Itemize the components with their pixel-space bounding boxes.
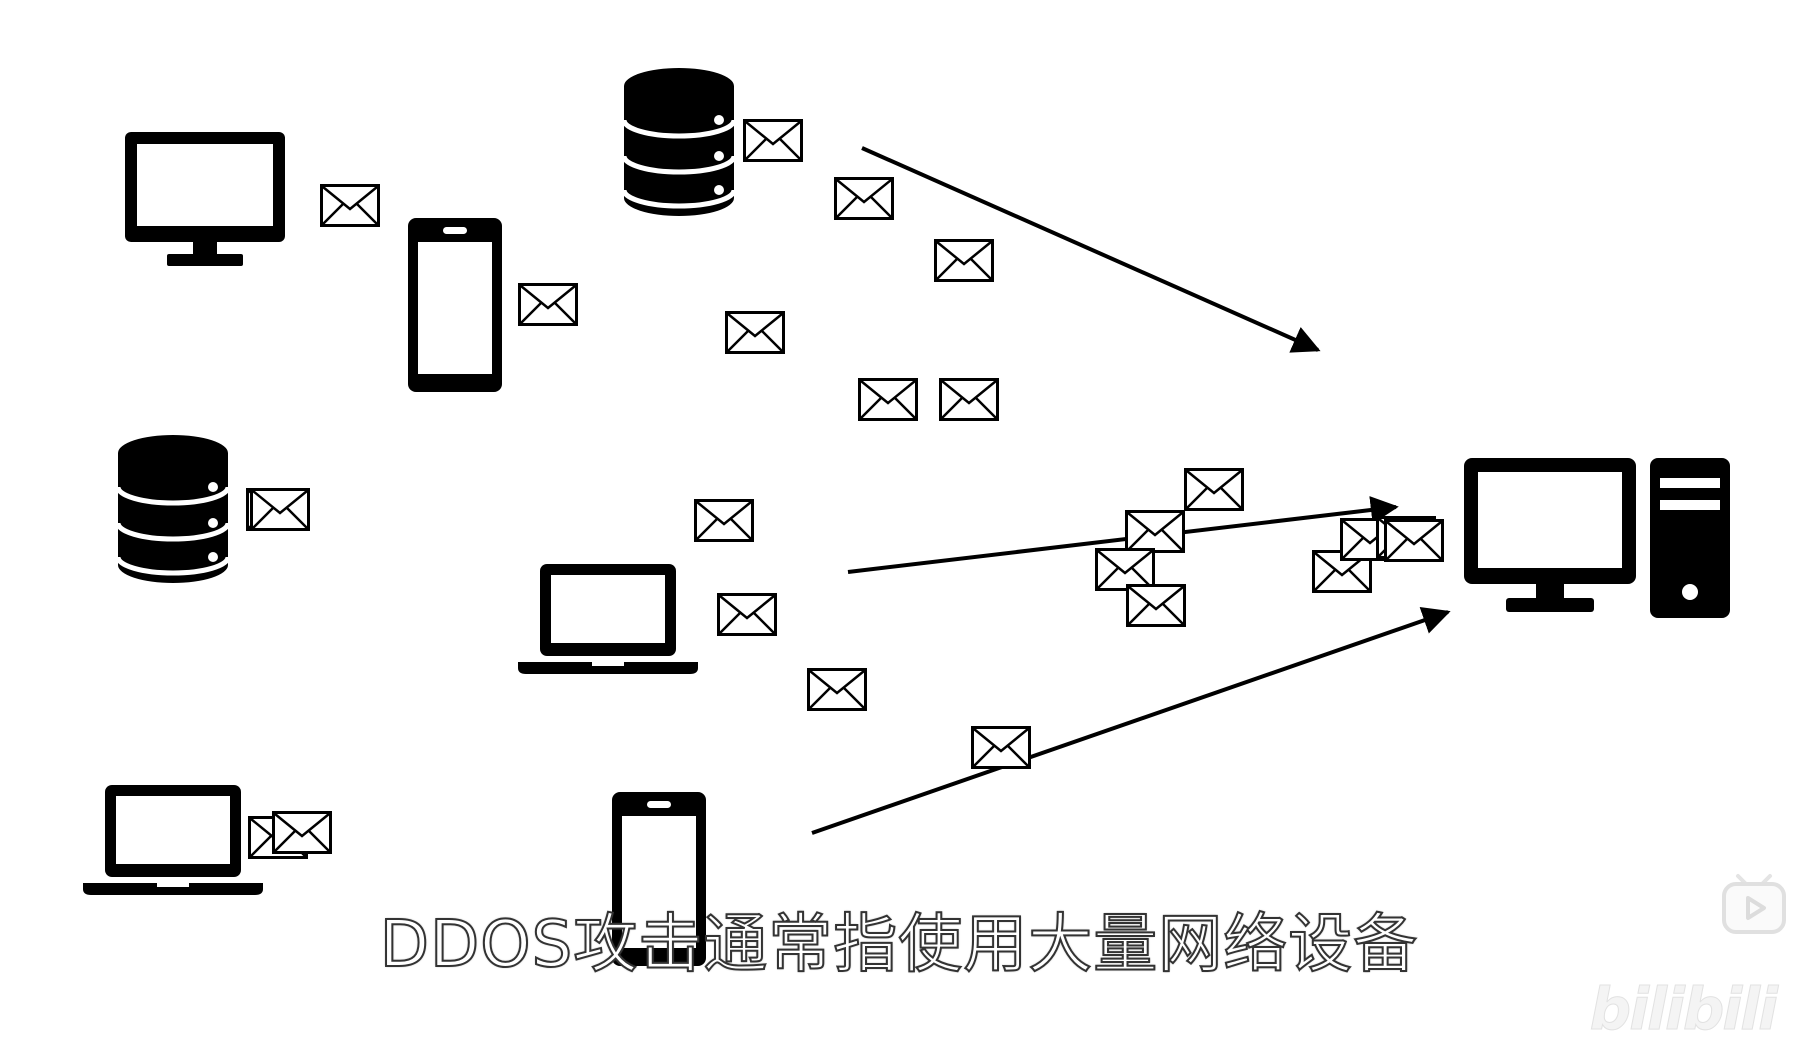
arrow-middle [847, 496, 1399, 574]
laptop-icon [83, 785, 263, 895]
laptop-icon [518, 564, 698, 674]
envelope-icon [1384, 519, 1444, 562]
envelope-icon [518, 283, 578, 326]
envelope-icon [320, 184, 380, 227]
envelope-icon [694, 499, 754, 542]
envelope-icon [743, 119, 803, 162]
envelope-icon [807, 668, 867, 711]
envelope-icon [934, 239, 994, 282]
database-icon [624, 68, 734, 216]
arrow-top [861, 146, 1321, 353]
envelope-icon [1126, 584, 1186, 627]
bilibili-tv-icon [1722, 874, 1786, 934]
envelope-icon [725, 311, 785, 354]
envelope-icon [939, 378, 999, 421]
desktop-monitor-icon [125, 132, 285, 266]
envelope-icon [1095, 548, 1155, 591]
smartphone-icon [408, 218, 502, 392]
envelope-icon [250, 488, 310, 531]
envelope-icon [717, 593, 777, 636]
envelope-icon [834, 177, 894, 220]
desktop-computer-tower-icon [1464, 458, 1730, 618]
database-icon [118, 435, 228, 583]
subtitle-caption: DDOS攻击通常指使用大量网络设备 [379, 907, 1419, 983]
arrow-bottom [811, 607, 1451, 835]
bilibili-watermark: bilibili [1589, 975, 1778, 1044]
envelope-icon [858, 378, 918, 421]
envelope-icon [1184, 468, 1244, 511]
envelope-icon [272, 811, 332, 854]
envelope-icon [971, 726, 1031, 769]
attack-arrows [811, 146, 1451, 835]
envelope-icon [1125, 510, 1185, 553]
